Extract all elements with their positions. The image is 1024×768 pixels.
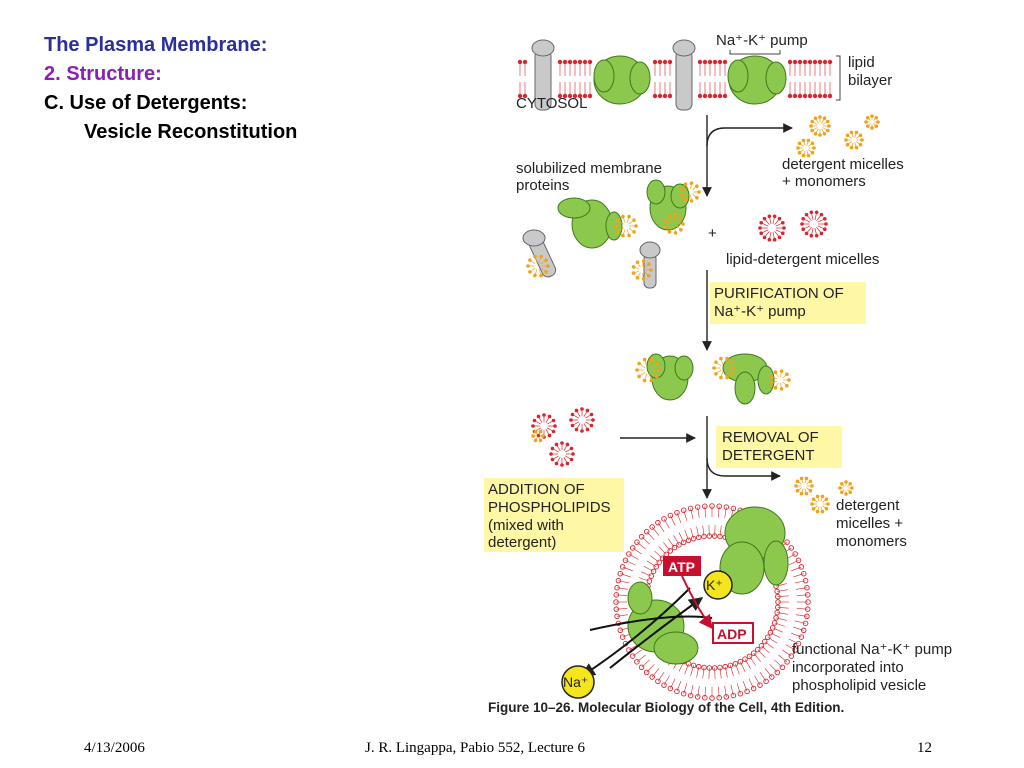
addition-label-4: detergent) [488, 534, 556, 551]
lipid-bilayer-label-2: bilayer [848, 72, 892, 89]
detergent-around-purified-pumps [635, 356, 791, 391]
removal-label-2: DETERGENT [722, 447, 815, 464]
pump-label: Na⁺-K⁺ pump [716, 32, 808, 49]
membrane-protein-gray-2 [672, 39, 696, 111]
vesicle-pump-top [719, 506, 789, 595]
purification-label-1: PURIFICATION OF [714, 285, 844, 302]
detergent-micelles-label-2: + monomers [782, 173, 866, 190]
adp-box [712, 622, 754, 644]
membrane-protein-gray-1 [531, 39, 555, 111]
na-ion-label: Na⁺ [563, 674, 588, 690]
plus-sign: + [708, 225, 717, 242]
functional-label-2: incorporated into [792, 659, 904, 676]
addition-label-1: ADDITION OF [488, 481, 585, 498]
detergent-bound-micelles [526, 181, 701, 281]
adp-label: ADP [717, 626, 747, 642]
purified-pump-2 [722, 353, 775, 405]
lipid-bilayer-label-1: lipid [848, 54, 875, 71]
solubilized-label-1: solubilized membrane [516, 160, 662, 177]
vesicle-pump-bottom [627, 581, 699, 665]
figure-caption: Figure 10–26. Molecular Biology of the C… [488, 700, 844, 715]
output-micelles-label-2: micelles + [836, 515, 903, 532]
functional-label-3: phospholipid vesicle [792, 677, 926, 694]
removal-box [716, 426, 842, 468]
lipid-detergent-micelle-cluster [758, 210, 828, 242]
addition-label-3: (mixed with [488, 517, 564, 534]
na-k-pump-1 [593, 55, 651, 105]
vesicle-reconstitution-figure: Na⁺-K⁺ pump lipid bilayer CYTOSOL deterg… [484, 32, 952, 715]
detergent-micelles-output [794, 476, 854, 514]
purified-pump-1 [646, 353, 694, 401]
atp-label: ATP [668, 559, 695, 575]
output-micelles-label-1: detergent [836, 497, 900, 514]
output-micelles-label-3: monomers [836, 533, 907, 550]
detergent-micelles-label-1: detergent micelles [782, 156, 904, 173]
solubilized-label-2: proteins [516, 177, 569, 194]
k-ion-label: K⁺ [706, 577, 723, 593]
cytosol-label: CYTOSOL [516, 95, 587, 112]
na-ion-circle [561, 665, 595, 699]
detergent-input-arrow [706, 123, 793, 147]
na-k-pump-2 [727, 55, 787, 105]
functional-label-1: functional Na⁺-K⁺ pump [792, 641, 952, 658]
addition-box [484, 478, 624, 552]
slide-title: The Plasma Membrane: 2. Structure: C. Us… [44, 31, 297, 147]
purification-label-2: Na⁺-K⁺ pump [714, 303, 806, 320]
title-line-structure: 2. Structure: [44, 63, 162, 85]
atp-hydrolysis-arrow [681, 575, 713, 630]
footer-course: J. R. Lingappa, Pabio 552, Lecture 6 [365, 740, 585, 756]
footer-date: 4/13/2006 [84, 740, 145, 756]
na-export-arrow [580, 587, 691, 677]
lipid-detergent-micelles-label: lipid-detergent micelles [726, 251, 879, 268]
detergent-micelle-cluster-top [796, 114, 880, 158]
lipid-bilayer [517, 59, 833, 99]
purification-box [710, 282, 866, 324]
atp-box [663, 556, 701, 576]
solubilized-pump-1 [557, 197, 623, 249]
removal-label-1: REMOVAL OF [722, 429, 819, 446]
k-import-arrow [609, 597, 704, 669]
k-ion-circle [703, 570, 733, 600]
addition-label-2: PHOSPHOLIPIDS [488, 499, 611, 516]
detergent-output-arrow [706, 457, 781, 481]
footer-page-number: 12 [917, 740, 932, 756]
title-line-detergents: C. Use of Detergents: [44, 92, 248, 114]
phospholipid-detergent-mix [531, 407, 595, 467]
title-line-plasma-membrane: The Plasma Membrane: [44, 34, 268, 56]
title-line-vesicle-reconstitution: Vesicle Reconstitution [84, 121, 298, 143]
